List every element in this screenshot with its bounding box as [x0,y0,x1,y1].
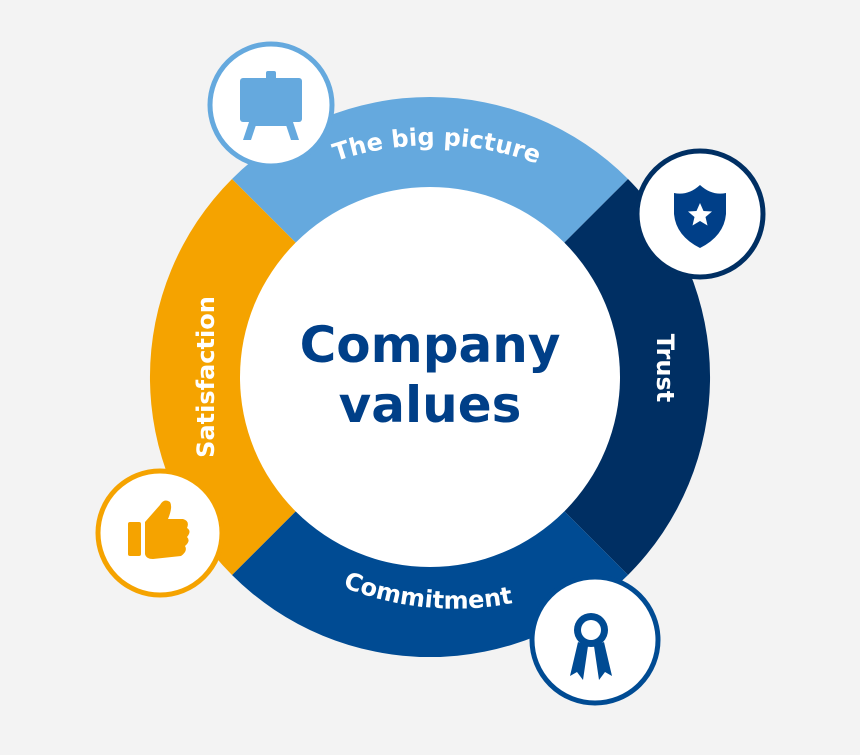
thumbs-up-icon [128,500,190,559]
segment-commitment [231,505,629,658]
segment-label-satisfaction: Satisfaction [192,296,220,458]
badge-commitment [529,574,661,706]
ribbon-award-icon [570,613,612,680]
center-circle [240,187,620,567]
easel-icon [240,71,302,140]
segment-big-picture [231,96,629,249]
badge-trust [634,148,766,280]
shield-star-icon [674,185,726,248]
center-title-line2: values [339,376,522,434]
badge-big-picture [207,41,335,169]
segment-label-trust: Trust [651,334,679,402]
segment-trust [558,178,711,576]
center-title-line1: Company [300,316,561,374]
badge-satisfaction [95,468,225,598]
